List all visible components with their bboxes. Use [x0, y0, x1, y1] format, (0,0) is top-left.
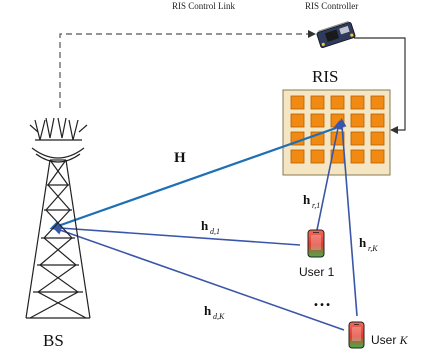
svg-text:d,K: d,K — [213, 312, 225, 321]
channel-hr1-label: h r,1 — [303, 192, 320, 210]
ris-element — [310, 149, 325, 164]
users-ellipsis: … — [313, 290, 331, 310]
ris-element — [310, 95, 325, 110]
ris-element — [330, 95, 345, 110]
svg-text:h: h — [204, 303, 212, 318]
ris-element — [370, 113, 385, 128]
ris-element — [310, 113, 325, 128]
ris-controller-label: RIS Controller — [305, 1, 358, 11]
ris-element — [350, 95, 365, 110]
ris-element — [350, 149, 365, 164]
svg-text:r,1: r,1 — [312, 201, 320, 210]
ris-controller-board-icon — [316, 21, 356, 49]
base-station-tower-icon — [25, 117, 91, 319]
ris-element — [370, 95, 385, 110]
channel-hrK-line — [337, 118, 358, 317]
control-link-dashed-line — [59, 30, 316, 108]
channel-hdK-line — [52, 226, 345, 331]
ris-element — [350, 113, 365, 128]
svg-text:h: h — [303, 192, 311, 207]
ris-element — [290, 113, 305, 128]
controller-to-ris-link — [354, 37, 406, 134]
ris-control-link-label: RIS Control Link — [172, 1, 236, 11]
svg-text:d,1: d,1 — [210, 227, 220, 236]
userK-phone-icon — [348, 321, 365, 349]
channel-H-label: H — [174, 150, 186, 166]
channel-hdK-label: h d,K — [204, 303, 225, 321]
ris-element — [290, 149, 305, 164]
bs-label: BS — [43, 331, 64, 350]
ris-label: RIS — [312, 67, 338, 86]
channel-hr1-line — [316, 120, 343, 231]
ris-element — [370, 149, 385, 164]
ris-element — [290, 95, 305, 110]
ris-element — [330, 113, 345, 128]
svg-text:h: h — [359, 235, 367, 250]
svg-text:h: h — [201, 218, 209, 233]
user1-phone-icon — [307, 229, 325, 258]
user1-label: User 1 — [299, 265, 335, 279]
userK-label: User K — [371, 333, 409, 347]
channel-hd1-line — [52, 223, 301, 246]
ris-element — [370, 131, 385, 146]
svg-text:r,K: r,K — [368, 244, 378, 253]
ris-element — [350, 131, 365, 146]
channel-hd1-label: h d,1 — [201, 218, 220, 236]
channel-H-line — [49, 126, 337, 231]
channel-hrK-label: h r,K — [359, 235, 378, 253]
